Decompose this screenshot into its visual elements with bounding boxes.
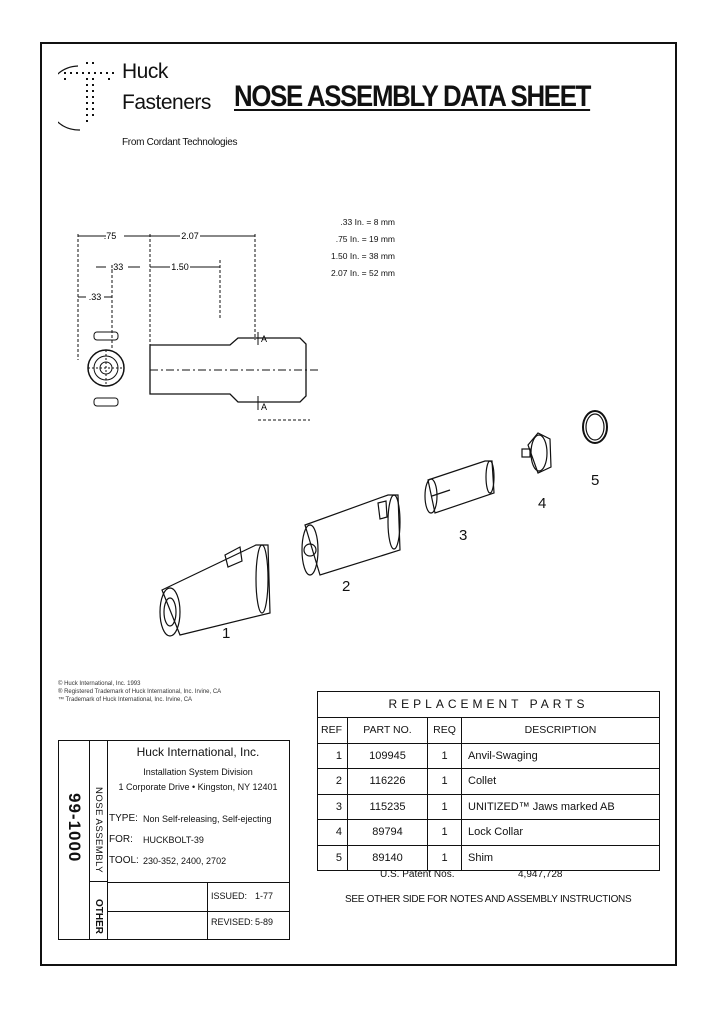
- copyright-line: © Huck International, Inc. 1993: [58, 681, 141, 687]
- replacement-parts-table: REPLACEMENT PARTS REF PART NO. REQ DESCR…: [317, 691, 660, 871]
- info-divider: [107, 882, 289, 883]
- table-row: 1 109945 1 Anvil-Swaging: [318, 743, 659, 769]
- table-row: 4 89794 1 Lock Collar: [318, 820, 659, 846]
- company-division: Installation System Division: [143, 767, 253, 777]
- cell-description: Collet: [468, 775, 497, 787]
- cell-description: Shim: [468, 851, 494, 864]
- huck-logo-mark-icon: [58, 62, 114, 131]
- section-mark-top: A: [261, 334, 267, 344]
- instructions-note: SEE OTHER SIDE FOR NOTES AND ASSEMBLY IN…: [345, 894, 632, 905]
- cell-description: Anvil-Swaging: [468, 749, 538, 762]
- company-address: 1 Corporate Drive • Kingston, NY 12401: [118, 782, 278, 792]
- conversion-item: .75 In. = 19 mm: [335, 234, 395, 244]
- logo-line1: Huck: [122, 60, 168, 83]
- part-2-collet-icon: [301, 494, 401, 576]
- info-divider: [89, 741, 90, 939]
- info-divider: [89, 881, 107, 882]
- cell-part-no: 116226: [348, 769, 428, 794]
- cell-part-no: 89140: [348, 845, 428, 870]
- dim-075: .75: [104, 231, 117, 241]
- patent-label: U.S. Patent Nos.: [380, 869, 455, 880]
- part-label-1: 1: [222, 625, 231, 642]
- section-mark-bottom: A: [261, 402, 267, 412]
- part-label-2: 2: [342, 578, 351, 595]
- col-part-header: PART NO.: [348, 718, 428, 743]
- patent-value: 4,947,728: [518, 869, 563, 880]
- part-5-shim-icon: [582, 410, 608, 444]
- dim-150: 1.50: [171, 262, 189, 272]
- exploded-parts-view: [159, 410, 608, 637]
- col-ref-header: REF: [318, 718, 348, 743]
- copyright-line: ® Registered Trademark of Huck Internati…: [58, 689, 222, 695]
- info-divider: [107, 911, 289, 912]
- cell-req: 1: [428, 769, 462, 794]
- part-4-lock-collar-icon: [521, 432, 552, 474]
- dim-207: 2.07: [181, 231, 199, 241]
- cell-part-no: 89794: [348, 820, 428, 845]
- page-border: [40, 42, 677, 966]
- col-req-header: REQ: [428, 718, 462, 743]
- conversion-list: .33 In. = 8 mm .75 In. = 19 mm 1.50 In. …: [305, 214, 395, 282]
- table-row: 3 115235 1 UNITIZED™ Jaws marked AB: [318, 794, 659, 820]
- table-row: 2 116226 1 Collet: [318, 769, 659, 795]
- part-1-anvil-icon: [159, 544, 271, 637]
- cell-part-no: 115235: [348, 794, 428, 819]
- conversion-item: .33 In. = 8 mm: [340, 217, 395, 227]
- page-title: NOSE ASSEMBLY DATA SHEET: [234, 80, 591, 113]
- cell-ref: 2: [318, 769, 348, 794]
- tool-value: 230-352, 2400, 2702: [143, 856, 227, 866]
- cell-ref: 3: [318, 794, 348, 819]
- col-desc-header: DESCRIPTION: [524, 724, 597, 736]
- issued-value: 1-77: [255, 891, 274, 901]
- type-value: Non Self-releasing, Self-ejecting: [143, 814, 272, 824]
- tool-label: TOOL:: [109, 855, 139, 866]
- for-value: HUCKBOLT-39: [143, 835, 204, 845]
- dim-033b: .33: [89, 292, 102, 302]
- part-label-4: 4: [538, 495, 547, 512]
- document-info-block: 99-1000 NOSE ASSEMBLY OTHER Huck Interna…: [58, 740, 290, 940]
- doc-number: 99-1000: [65, 793, 84, 863]
- cell-req: 1: [428, 794, 462, 819]
- nose-assembly-drawing: .75 2.07 .33 1.50 .33 A A: [77, 231, 320, 421]
- cell-ref: 5: [318, 845, 348, 870]
- cell-req: 1: [428, 820, 462, 845]
- issued-label: ISSUED:: [211, 891, 248, 901]
- info-divider: [207, 882, 208, 939]
- conversion-item: 1.50 In. = 38 mm: [330, 251, 395, 261]
- logo-tagline: From Cordant Technologies: [122, 137, 238, 148]
- info-divider: [107, 741, 108, 939]
- cell-description: Lock Collar: [468, 826, 524, 838]
- cell-part-no: 109945: [348, 743, 428, 768]
- dim-033a: .33: [111, 262, 124, 272]
- copyright-line: ™ Trademark of Huck International, Inc. …: [58, 697, 193, 703]
- copyright-block: © Huck International, Inc. 1993 ® Regist…: [58, 680, 221, 704]
- type-label: TYPE:: [109, 813, 138, 824]
- cell-ref: 1: [318, 743, 348, 768]
- other-label: OTHER: [93, 899, 104, 934]
- table-row: 5 89140 1 Shim: [318, 845, 659, 870]
- for-label: FOR:: [109, 834, 133, 845]
- cell-req: 1: [428, 845, 462, 870]
- table-header-row: REF PART NO. REQ DESCRIPTION: [318, 718, 659, 744]
- conversion-item: 2.07 In. = 52 mm: [330, 268, 395, 278]
- cell-ref: 4: [318, 820, 348, 845]
- part-label-3: 3: [459, 527, 468, 544]
- logo-line2: Fasteners: [122, 91, 211, 114]
- doc-category: NOSE ASSEMBLY: [93, 787, 104, 874]
- cell-description: UNITIZED™ Jaws marked AB: [468, 800, 615, 813]
- revised-value: 5-89: [255, 917, 274, 927]
- revised-label: REVISED:: [211, 917, 254, 927]
- part-3-jaws-icon: [424, 460, 495, 514]
- cell-req: 1: [428, 743, 462, 768]
- company-name: Huck International, Inc.: [136, 745, 260, 759]
- replacement-parts-heading: REPLACEMENT PARTS: [318, 692, 659, 718]
- part-label-5: 5: [591, 472, 600, 489]
